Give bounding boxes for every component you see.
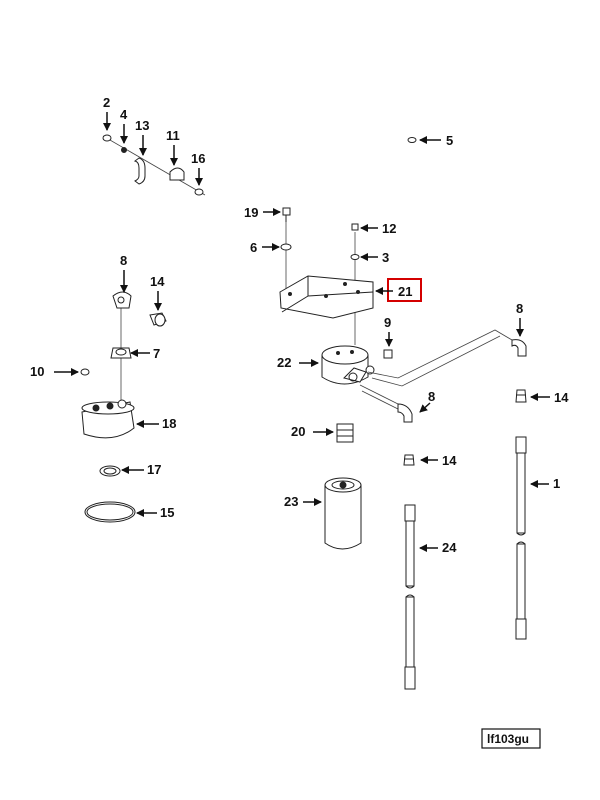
callout-8-left: 8 (120, 253, 127, 268)
part-20-adapter (336, 423, 354, 443)
callout-3: 3 (382, 250, 389, 265)
callout-23: 23 (284, 494, 298, 509)
callout-17: 17 (147, 462, 161, 477)
callout-15: 15 (160, 505, 174, 520)
callout-9: 9 (384, 315, 391, 330)
callout-22: 22 (277, 355, 291, 370)
part-23-filter (324, 477, 362, 550)
part-1-hose (515, 436, 527, 640)
callout-18: 18 (162, 416, 176, 431)
left-assembly: 8 14 7 10 18 17 15 (30, 253, 176, 523)
callout-10: 10 (30, 364, 44, 379)
callout-20: 20 (291, 424, 305, 439)
part-22-filter-head (321, 345, 375, 385)
part-24-hose (404, 504, 416, 690)
callout-16: 16 (191, 151, 205, 166)
part-11-clamp (169, 167, 185, 181)
part-14-fitting-right (515, 389, 527, 403)
callout-19: 19 (244, 205, 258, 220)
callout-14-left: 14 (150, 274, 165, 289)
part-15-gasket (84, 501, 136, 523)
part-8-elbow-left (112, 291, 132, 309)
callout-12: 12 (382, 221, 396, 236)
callout-14-right: 14 (554, 390, 569, 405)
center-assembly: 19 6 12 3 21 9 22 20 23 (244, 205, 422, 550)
reference-code: lf103gu (487, 732, 529, 746)
part-17-seal (99, 465, 121, 477)
callout-24: 24 (442, 540, 457, 555)
callout-1: 1 (553, 476, 560, 491)
callout-8-right: 8 (516, 301, 523, 316)
callout-11: 11 (166, 128, 180, 143)
callout-7: 7 (153, 346, 160, 361)
callout-4: 4 (120, 107, 128, 122)
reference-code-badge: lf103gu (481, 728, 541, 749)
part-18-filter-head (81, 399, 135, 439)
callout-6: 6 (250, 240, 257, 255)
part-9-plug (383, 349, 393, 359)
part-14-fitting-middle (403, 454, 415, 466)
right-hose-assembly: 8 14 1 (511, 301, 569, 640)
callout-14-middle: 14 (442, 453, 457, 468)
part-2-fitting (102, 134, 112, 142)
callout-13: 13 (135, 118, 149, 133)
part-8-elbow-middle (397, 403, 413, 423)
part-14-fitting-left (149, 312, 167, 327)
callout-21-highlight (387, 278, 422, 302)
small-parts-group: 2 4 13 11 16 (102, 95, 205, 196)
middle-hose-assembly: 8 14 24 (397, 389, 457, 690)
part-8-elbow-right (511, 339, 527, 357)
callout-5: 5 (446, 133, 453, 148)
part-21-bracket (279, 275, 374, 319)
part-7-nut (110, 347, 132, 359)
part-19-bolt (282, 207, 291, 222)
part-13-elbow (133, 157, 146, 185)
part-10-plug (80, 368, 90, 376)
part-3-washer (350, 254, 360, 260)
part-4-fitting (121, 147, 127, 153)
callout-21: 21 (398, 284, 412, 299)
part-5-oring (407, 137, 417, 143)
part-12-bolt (351, 223, 359, 231)
callout-2: 2 (103, 95, 110, 110)
piping (359, 329, 513, 412)
part-16-fitting (194, 188, 204, 196)
callout-8-middle: 8 (428, 389, 435, 404)
part-6-washer (280, 243, 292, 251)
